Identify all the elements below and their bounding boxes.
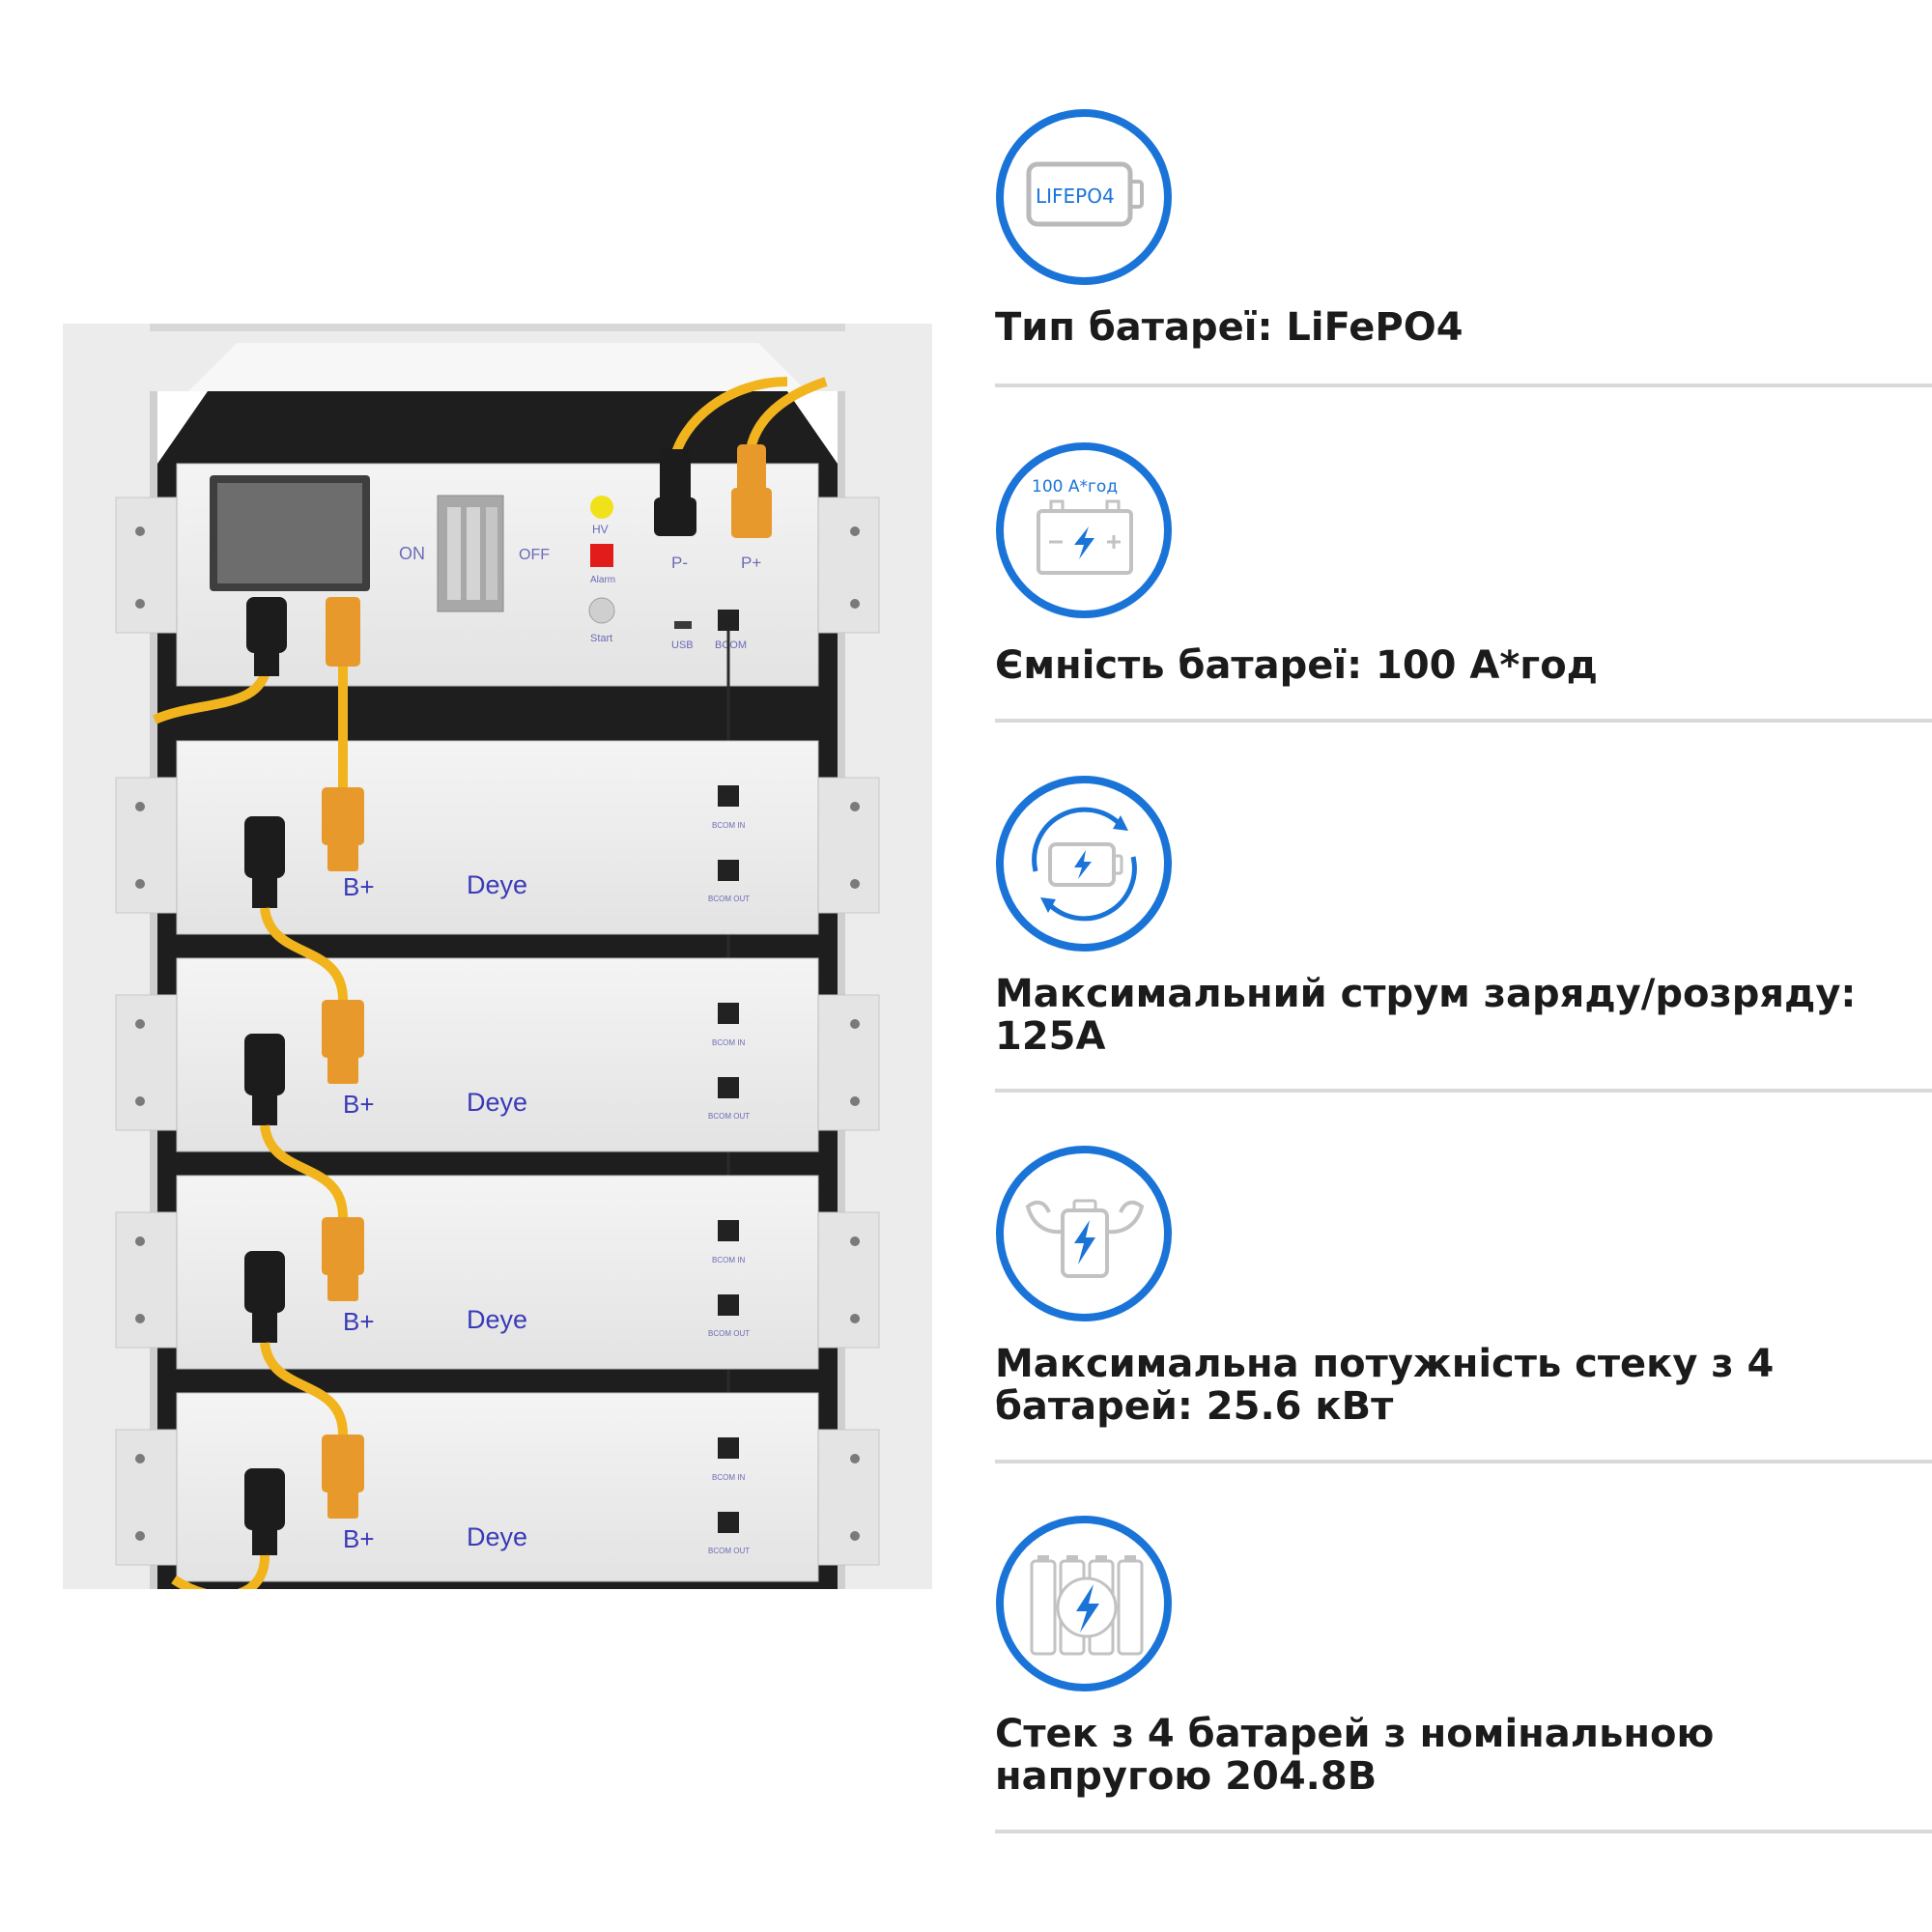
control-module: ON OFF HV Alarm Start USB BCOM P- P+ xyxy=(115,377,880,687)
bcom-in-label: BCOM IN xyxy=(712,821,745,830)
battery-cycle-icon xyxy=(995,775,1174,953)
bcom-out-port[interactable] xyxy=(718,860,739,881)
switch-on-label: ON xyxy=(399,544,425,563)
bcom-out-label: BCOM OUT xyxy=(708,1329,750,1338)
divider xyxy=(995,1460,1932,1463)
divider xyxy=(995,1830,1932,1833)
battery-stack-icon xyxy=(995,1515,1174,1693)
strong-battery-icon xyxy=(995,1145,1174,1323)
brand-label: Deye xyxy=(467,870,527,899)
terminal-label: B+ xyxy=(343,1090,375,1119)
p-plus-label: P+ xyxy=(741,554,761,572)
breaker-switch[interactable] xyxy=(437,495,504,612)
divider xyxy=(995,719,1932,723)
bcom-in-port[interactable] xyxy=(718,1003,739,1024)
terminal-label: B+ xyxy=(343,872,375,901)
bcom-label: BCOM xyxy=(715,639,747,651)
bcom-in-port[interactable] xyxy=(718,1220,739,1241)
power-cables xyxy=(152,597,364,1589)
divider xyxy=(995,384,1932,387)
switch-off-label: OFF xyxy=(519,547,550,563)
battery-module: BCOM IN BCOM OUT B+ Deye xyxy=(115,740,880,935)
bcom-in-label: BCOM IN xyxy=(712,1038,745,1047)
start-label: Start xyxy=(590,633,612,644)
bcom-out-label: BCOM OUT xyxy=(708,895,750,903)
bcom-out-label: BCOM OUT xyxy=(708,1547,750,1555)
hv-label: HV xyxy=(592,523,609,536)
battery-module: BCOM IN BCOM OUT B+ Deye xyxy=(115,1392,880,1582)
brand-label: Deye xyxy=(467,1305,527,1334)
usb-port[interactable] xyxy=(674,621,692,629)
p-plus-cable xyxy=(731,377,828,538)
bcom-port[interactable] xyxy=(718,610,739,631)
capacity-icon-text: 100 А*год xyxy=(1032,477,1118,497)
bcom-in-label: BCOM IN xyxy=(712,1256,745,1264)
battery-rack-illustration: ON OFF HV Alarm Start USB BCOM P- P+ xyxy=(63,324,932,1589)
bcom-out-label: BCOM OUT xyxy=(708,1112,750,1121)
spec-text-max-current: Максимальний струм заряду/розряду: 125А xyxy=(995,972,1857,1059)
p-minus-cable xyxy=(654,377,788,536)
lifepo4-icon-text: LIFEPO4 xyxy=(1036,185,1115,208)
brand-label: Deye xyxy=(467,1088,527,1117)
p-minus-label: P- xyxy=(671,554,688,572)
bcom-out-port[interactable] xyxy=(718,1294,739,1316)
spec-text-capacity: Ємність батареї: 100 А*год xyxy=(995,643,1598,688)
spec-text-max-power: Максимальна потужність стеку з 4 батарей… xyxy=(995,1342,1775,1429)
alarm-indicator-light xyxy=(590,544,613,567)
spec-text-stack-voltage: Стек з 4 батарей з номінальною напругою … xyxy=(995,1712,1715,1799)
bcom-in-port[interactable] xyxy=(718,785,739,807)
hv-indicator-light xyxy=(590,496,613,519)
usb-label: USB xyxy=(671,639,694,651)
bcom-out-port[interactable] xyxy=(718,1512,739,1533)
battery-module: BCOM IN BCOM OUT B+ Deye xyxy=(115,957,880,1152)
alarm-label: Alarm xyxy=(590,575,615,585)
start-button[interactable] xyxy=(588,597,615,624)
car-battery-capacity-icon: 100 А*год xyxy=(995,441,1174,620)
terminal-label: B+ xyxy=(343,1524,375,1553)
battery-module: BCOM IN BCOM OUT B+ Deye xyxy=(115,1175,880,1370)
bcom-out-port[interactable] xyxy=(718,1077,739,1098)
divider xyxy=(995,1089,1932,1093)
lifepo4-battery-icon: LIFEPO4 xyxy=(995,108,1174,287)
bcom-in-port[interactable] xyxy=(718,1437,739,1459)
terminal-label: B+ xyxy=(343,1307,375,1336)
spec-text-battery-type: Тип батареї: LiFePO4 xyxy=(995,305,1463,350)
bcom-in-label: BCOM IN xyxy=(712,1473,745,1482)
brand-label: Deye xyxy=(467,1522,527,1551)
